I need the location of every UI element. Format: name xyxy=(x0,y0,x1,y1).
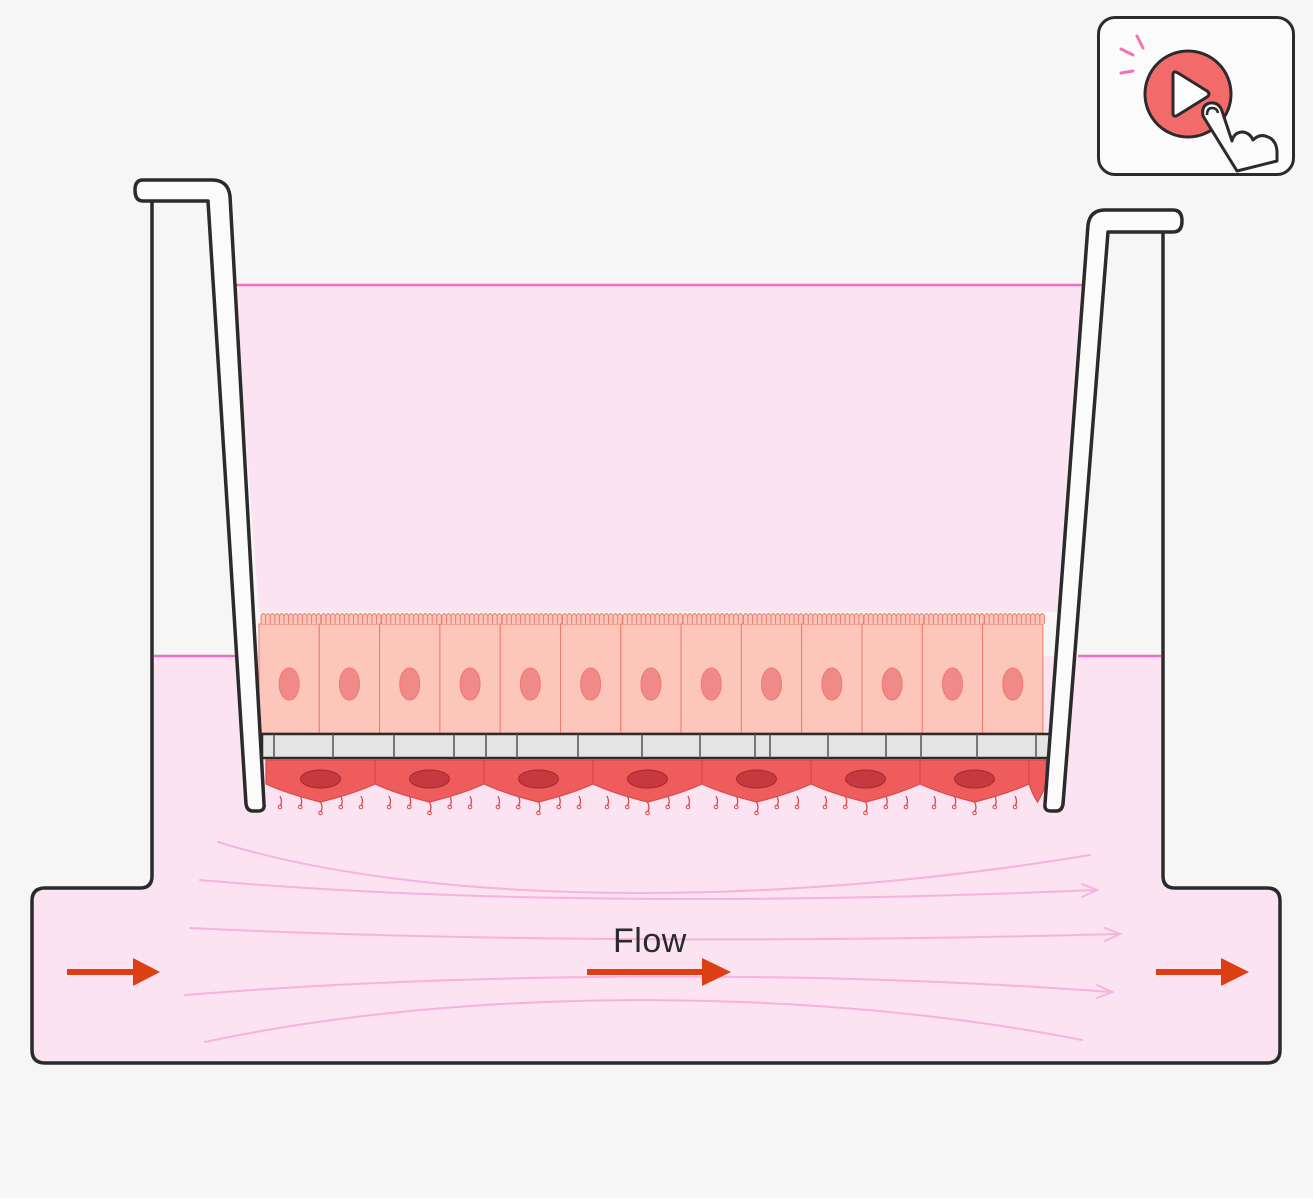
basal-cell xyxy=(592,759,703,816)
apical-cell xyxy=(318,613,382,734)
burst-lines xyxy=(1119,34,1145,75)
basal-cell xyxy=(701,759,812,816)
streamline xyxy=(217,841,1091,895)
outlet-arrow xyxy=(1156,958,1249,986)
play-icon xyxy=(1171,70,1211,118)
apical-cell xyxy=(982,613,1045,734)
apical-cell xyxy=(620,613,684,734)
insert-medium xyxy=(234,285,1082,612)
apical-nucleus xyxy=(278,667,300,701)
basal-cell xyxy=(374,759,485,816)
basal-cell xyxy=(483,759,594,816)
streamline xyxy=(189,927,1119,941)
apical-nucleus xyxy=(821,667,843,701)
well-outline xyxy=(30,200,1282,1065)
basal-nucleus xyxy=(627,769,668,789)
apical-nucleus xyxy=(1002,667,1024,701)
basal-cell xyxy=(810,759,921,816)
apical-nucleus xyxy=(519,667,541,701)
apical-nucleus xyxy=(941,667,963,701)
apical-cell-layer xyxy=(258,613,1045,734)
basal-nucleus xyxy=(954,769,995,789)
apical-cell xyxy=(258,613,322,734)
apical-cell xyxy=(439,613,503,734)
flow-label: Flow xyxy=(613,922,687,960)
basal-cell-layer xyxy=(265,759,1047,816)
basal-nucleus xyxy=(300,769,341,789)
insert-wall-right xyxy=(1043,208,1184,813)
streamline-arrowheads xyxy=(1081,883,1123,999)
apical-cell xyxy=(801,613,864,734)
play-video-widget[interactable] xyxy=(1097,16,1295,176)
flow-arrows xyxy=(67,958,1249,986)
apical-nucleus xyxy=(881,667,903,701)
apical-nucleus xyxy=(761,667,783,701)
apical-nucleus xyxy=(580,667,602,701)
insert-wall-left xyxy=(133,178,266,813)
apical-nucleus xyxy=(700,667,722,701)
inlet-arrow xyxy=(67,958,160,986)
streamline xyxy=(199,879,1096,900)
basal-cell xyxy=(265,759,376,816)
basal-nucleus xyxy=(845,769,886,789)
apical-nucleus xyxy=(399,667,421,701)
streamline xyxy=(184,975,1111,996)
apical-cell xyxy=(379,613,442,734)
pointing-hand-icon xyxy=(1201,101,1279,173)
apical-nucleus xyxy=(459,667,481,701)
flow-streamlines xyxy=(184,841,1119,1043)
apical-cell xyxy=(740,613,804,734)
center-flow-arrow xyxy=(587,958,731,986)
apical-cell xyxy=(921,613,985,734)
basal-nucleus xyxy=(736,769,777,789)
apical-nucleus xyxy=(640,667,662,701)
basal-nucleus xyxy=(409,769,450,789)
streamline xyxy=(204,999,1083,1043)
basal-cell xyxy=(919,759,1030,816)
apical-cell xyxy=(680,613,744,734)
apical-nucleus xyxy=(338,667,360,701)
porous-membrane xyxy=(260,732,1052,760)
basal-nucleus xyxy=(518,769,559,789)
apical-cell xyxy=(560,613,623,734)
apical-cell xyxy=(499,613,563,734)
apical-cell xyxy=(861,613,925,734)
